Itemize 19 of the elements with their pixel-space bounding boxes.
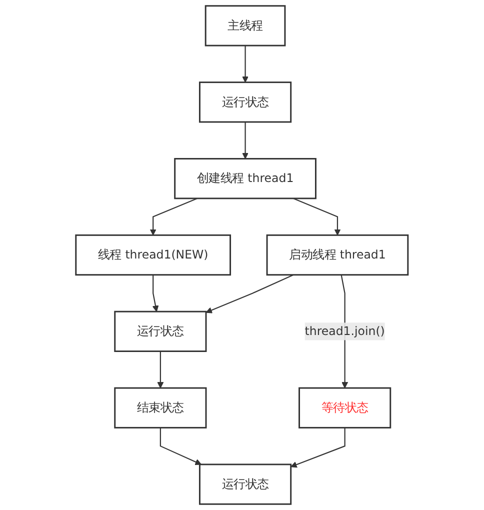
arrow — [290, 428, 346, 468]
node-box: 创建线程 thread1 — [174, 158, 317, 200]
arrow — [293, 198, 341, 236]
node-box: 运行状态 — [199, 82, 292, 123]
node-box: 启动线程 thread1 — [266, 234, 409, 276]
arrow — [206, 274, 294, 314]
node-box: 运行状态 — [199, 464, 292, 505]
arrow — [152, 274, 159, 312]
arrow — [150, 198, 198, 236]
arrow — [242, 122, 249, 160]
arrow — [242, 46, 249, 83]
edge-label: thread1.join() — [304, 324, 385, 338]
node-box: 运行状态 — [114, 310, 207, 352]
arrow — [157, 351, 164, 388]
node-box: 结束状态 — [114, 387, 207, 428]
node-box: 线程 thread1(NEW) — [75, 234, 232, 276]
node-box: 等待状态 — [298, 387, 392, 428]
node-box: 主线程 — [204, 5, 286, 46]
arrow — [160, 428, 202, 465]
